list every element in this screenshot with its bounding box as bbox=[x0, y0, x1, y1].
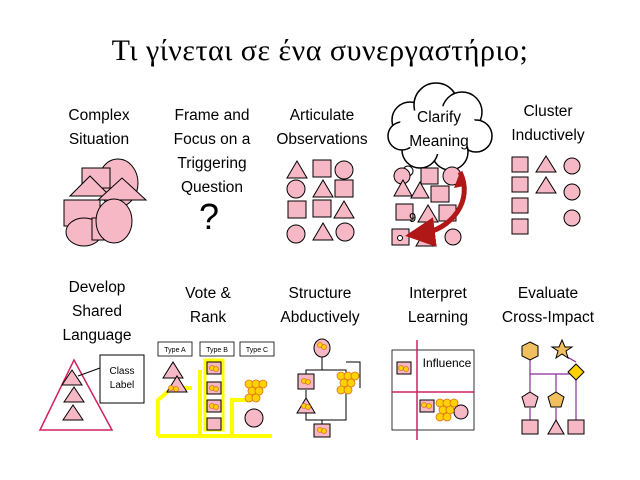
question-mark-symbol: ? bbox=[199, 196, 220, 237]
stage-label-clarify-meaning-line-2: Meaning bbox=[409, 133, 468, 150]
stage-label-clarify-meaning-line-1: Clarify bbox=[417, 109, 461, 126]
tag-type-c: Type C bbox=[246, 347, 268, 354]
svg-text:9: 9 bbox=[409, 210, 416, 225]
structure-abductively-diagram bbox=[296, 338, 361, 438]
interpret-learning-diagram: Influence bbox=[391, 340, 475, 440]
callout-label: Label bbox=[110, 380, 134, 391]
vote-and-rank-diagram: Type A Type B Type C bbox=[156, 341, 275, 438]
evaluate-cross-impact-diagram bbox=[521, 338, 585, 435]
influence-label: Influence bbox=[423, 356, 472, 370]
stage-label-vote-and-rank: Vote &Rank bbox=[185, 285, 231, 326]
cluster-inductively-shapes bbox=[511, 155, 581, 235]
callout-class: Class bbox=[109, 366, 134, 377]
page-title: Τι γίνεται σε ένα συνεργαστήριο; bbox=[111, 34, 529, 67]
tag-type-a: Type A bbox=[164, 347, 186, 354]
articulate-observations-shapes bbox=[286, 159, 355, 244]
develop-shared-language-diagram: Class Label bbox=[38, 354, 145, 431]
complex-situation-shapes bbox=[63, 158, 148, 247]
tag-type-b: Type B bbox=[206, 347, 228, 354]
curved-arrow-icon bbox=[405, 170, 467, 248]
